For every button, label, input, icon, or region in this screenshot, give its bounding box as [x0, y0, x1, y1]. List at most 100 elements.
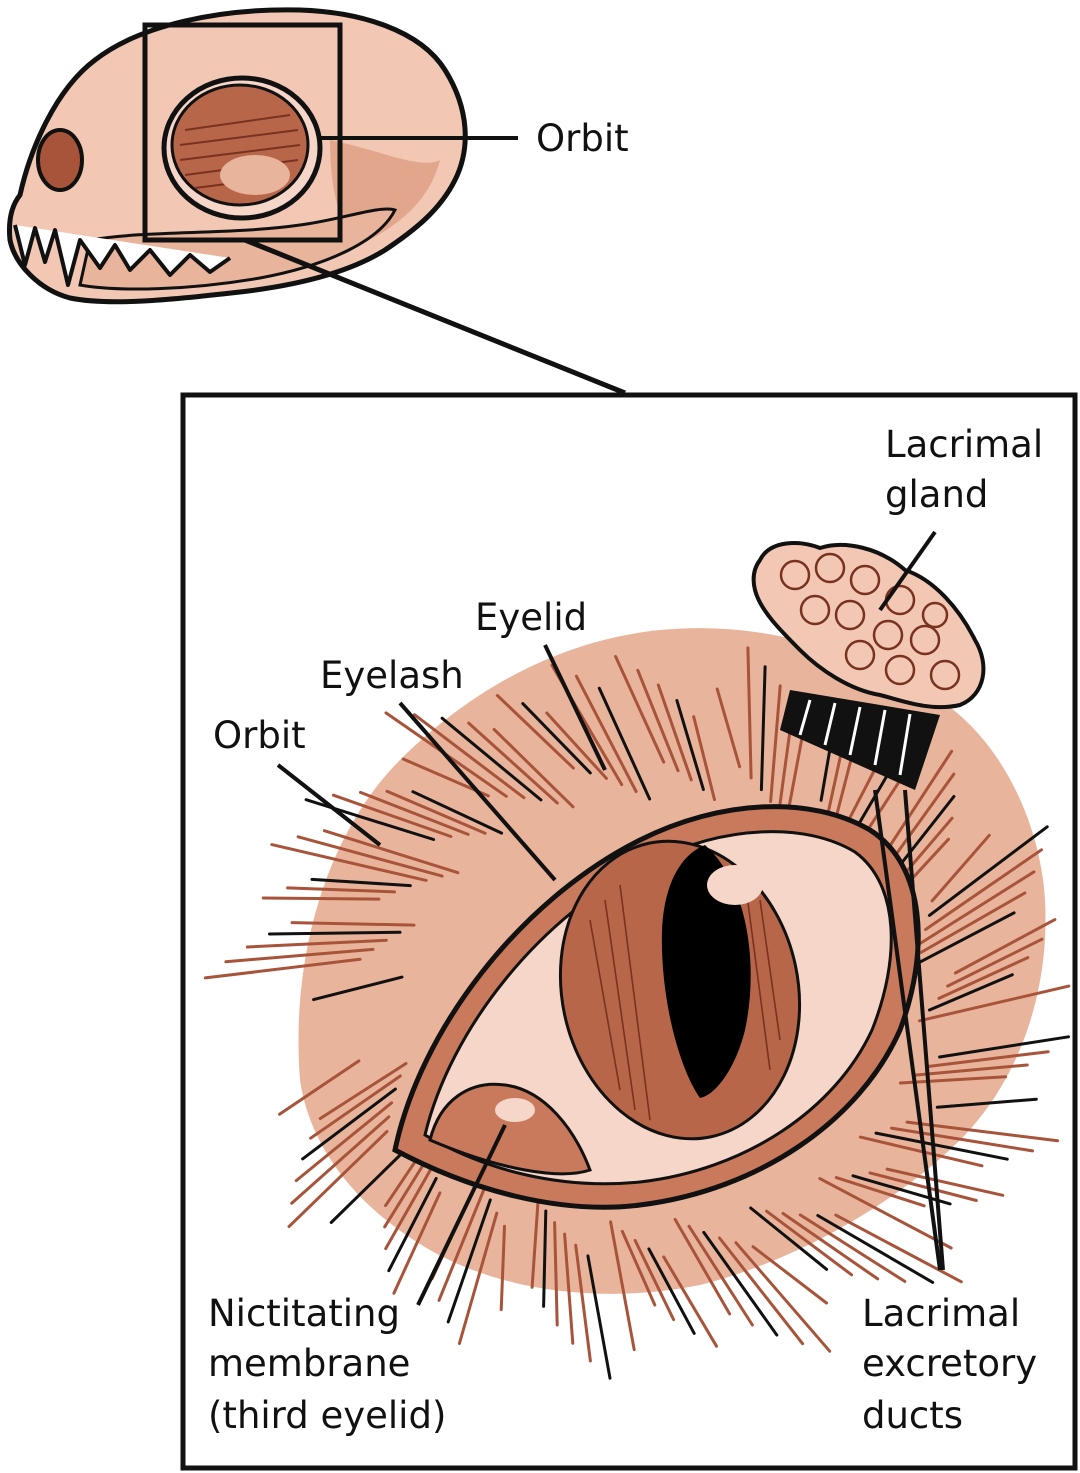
fur-strand — [919, 870, 1036, 945]
fur-strand — [294, 1101, 394, 1183]
fur-strand — [437, 1185, 487, 1302]
fur-strand — [286, 886, 396, 894]
fur-strand — [907, 911, 1016, 970]
duct-lines — [798, 699, 912, 776]
fur-strand — [946, 937, 1044, 988]
fur-strand — [816, 1214, 935, 1284]
fur-strand — [937, 956, 1030, 1000]
gland-lobules — [779, 552, 961, 691]
fur-strand — [261, 896, 381, 901]
fur-strand — [647, 1247, 696, 1335]
fur-strand — [224, 947, 375, 964]
orbit-highlight — [220, 155, 290, 195]
fur-strand — [392, 1191, 442, 1295]
fur-strand — [268, 930, 402, 936]
fur-strand — [924, 848, 1043, 931]
fur-strand — [917, 984, 1071, 1023]
fur-strand — [563, 1232, 575, 1345]
fur-strand — [890, 1126, 1034, 1153]
fur-strand — [331, 793, 453, 838]
orbit-zoom-box — [142, 22, 343, 243]
fur-strand — [687, 1224, 754, 1327]
fur-strand — [322, 829, 460, 875]
fur-strand — [287, 1130, 389, 1229]
fur-strand — [930, 833, 991, 903]
fur-strand — [440, 716, 543, 802]
fur-strand — [290, 921, 416, 927]
fur-strand — [656, 683, 693, 782]
fur-strand — [359, 790, 470, 836]
fur-strand — [858, 1135, 984, 1168]
nictitating-leader — [416, 1124, 507, 1306]
fur-strand — [586, 1254, 612, 1380]
fur-strand — [868, 1171, 978, 1202]
fur-strand — [545, 711, 608, 780]
iris-hatching — [589, 879, 781, 1121]
fur-strand — [574, 1243, 592, 1363]
fur-strand — [928, 973, 1014, 1012]
fur-strand — [912, 1063, 1029, 1077]
fur-strand — [553, 1221, 559, 1327]
fur-strand — [609, 1220, 636, 1352]
fur-strand — [446, 1198, 492, 1324]
fur-strand — [692, 715, 716, 802]
eyelash-label: Eyelash — [320, 654, 464, 697]
fur-strand — [633, 1238, 676, 1322]
fur-strand — [385, 789, 487, 835]
skull-orbit-label: Orbit — [536, 117, 629, 160]
fur-strand — [278, 1059, 361, 1116]
eyelid-leader — [543, 644, 607, 771]
fur-strand — [702, 1230, 779, 1337]
fur-strand — [834, 1176, 926, 1208]
membrane-highlight — [495, 1098, 535, 1122]
fur-strand — [203, 957, 362, 980]
fur-strand — [662, 1255, 718, 1348]
fur-strand — [798, 1213, 907, 1283]
fur-strand — [387, 1176, 438, 1273]
fur-strand — [310, 877, 412, 888]
fur-strand — [467, 721, 559, 805]
fur-strand — [574, 674, 638, 793]
fur-strand — [296, 835, 444, 878]
fur-strand — [886, 772, 956, 868]
fur-strand — [304, 798, 436, 841]
fur-strand — [499, 1224, 506, 1312]
eye-pupil — [661, 845, 751, 1098]
fur-strand — [290, 1115, 391, 1205]
fur-strand — [751, 1245, 828, 1305]
fur-strand — [636, 668, 680, 773]
fur-strand — [938, 1035, 1070, 1059]
eyelid-label: Eyelid — [475, 596, 587, 639]
nictitating-membrane-label: Nictitating membrane (third eyelid) — [208, 1292, 446, 1437]
fur-strand — [521, 702, 592, 775]
fur-strand — [884, 749, 954, 854]
fur-strand — [312, 975, 404, 1002]
fur-strand — [620, 1229, 657, 1307]
zoom-connector-line — [244, 237, 626, 396]
lacrimal-gland — [751, 541, 986, 710]
fur-strokes — [203, 646, 1071, 1380]
lacrimal-ducts-block — [780, 690, 940, 790]
fur-strand — [834, 1213, 963, 1284]
fur-strand — [874, 1131, 1009, 1161]
fur-strand — [413, 713, 526, 800]
eye-highlight — [707, 865, 763, 905]
nictitating-membrane — [428, 1082, 592, 1176]
fur-strand — [935, 1097, 1038, 1109]
duct-leader-b — [903, 789, 945, 1271]
fur-strand — [384, 1162, 436, 1251]
fur-strand — [851, 1174, 952, 1206]
fur-strand — [718, 1236, 805, 1346]
fur-strand — [675, 699, 705, 791]
skull-nasal-cavity — [36, 128, 84, 192]
fur-strand — [301, 1087, 397, 1161]
fur-strand — [927, 825, 1049, 917]
duct-leader-a — [873, 789, 942, 1271]
eyelash-leader — [398, 701, 557, 882]
fur-strand — [781, 1212, 880, 1281]
skull-cheek — [78, 207, 398, 291]
fur-strand — [818, 1177, 953, 1250]
fur-strand — [885, 1167, 1005, 1197]
fur-strand — [492, 727, 575, 809]
fur-strand — [749, 1206, 829, 1271]
